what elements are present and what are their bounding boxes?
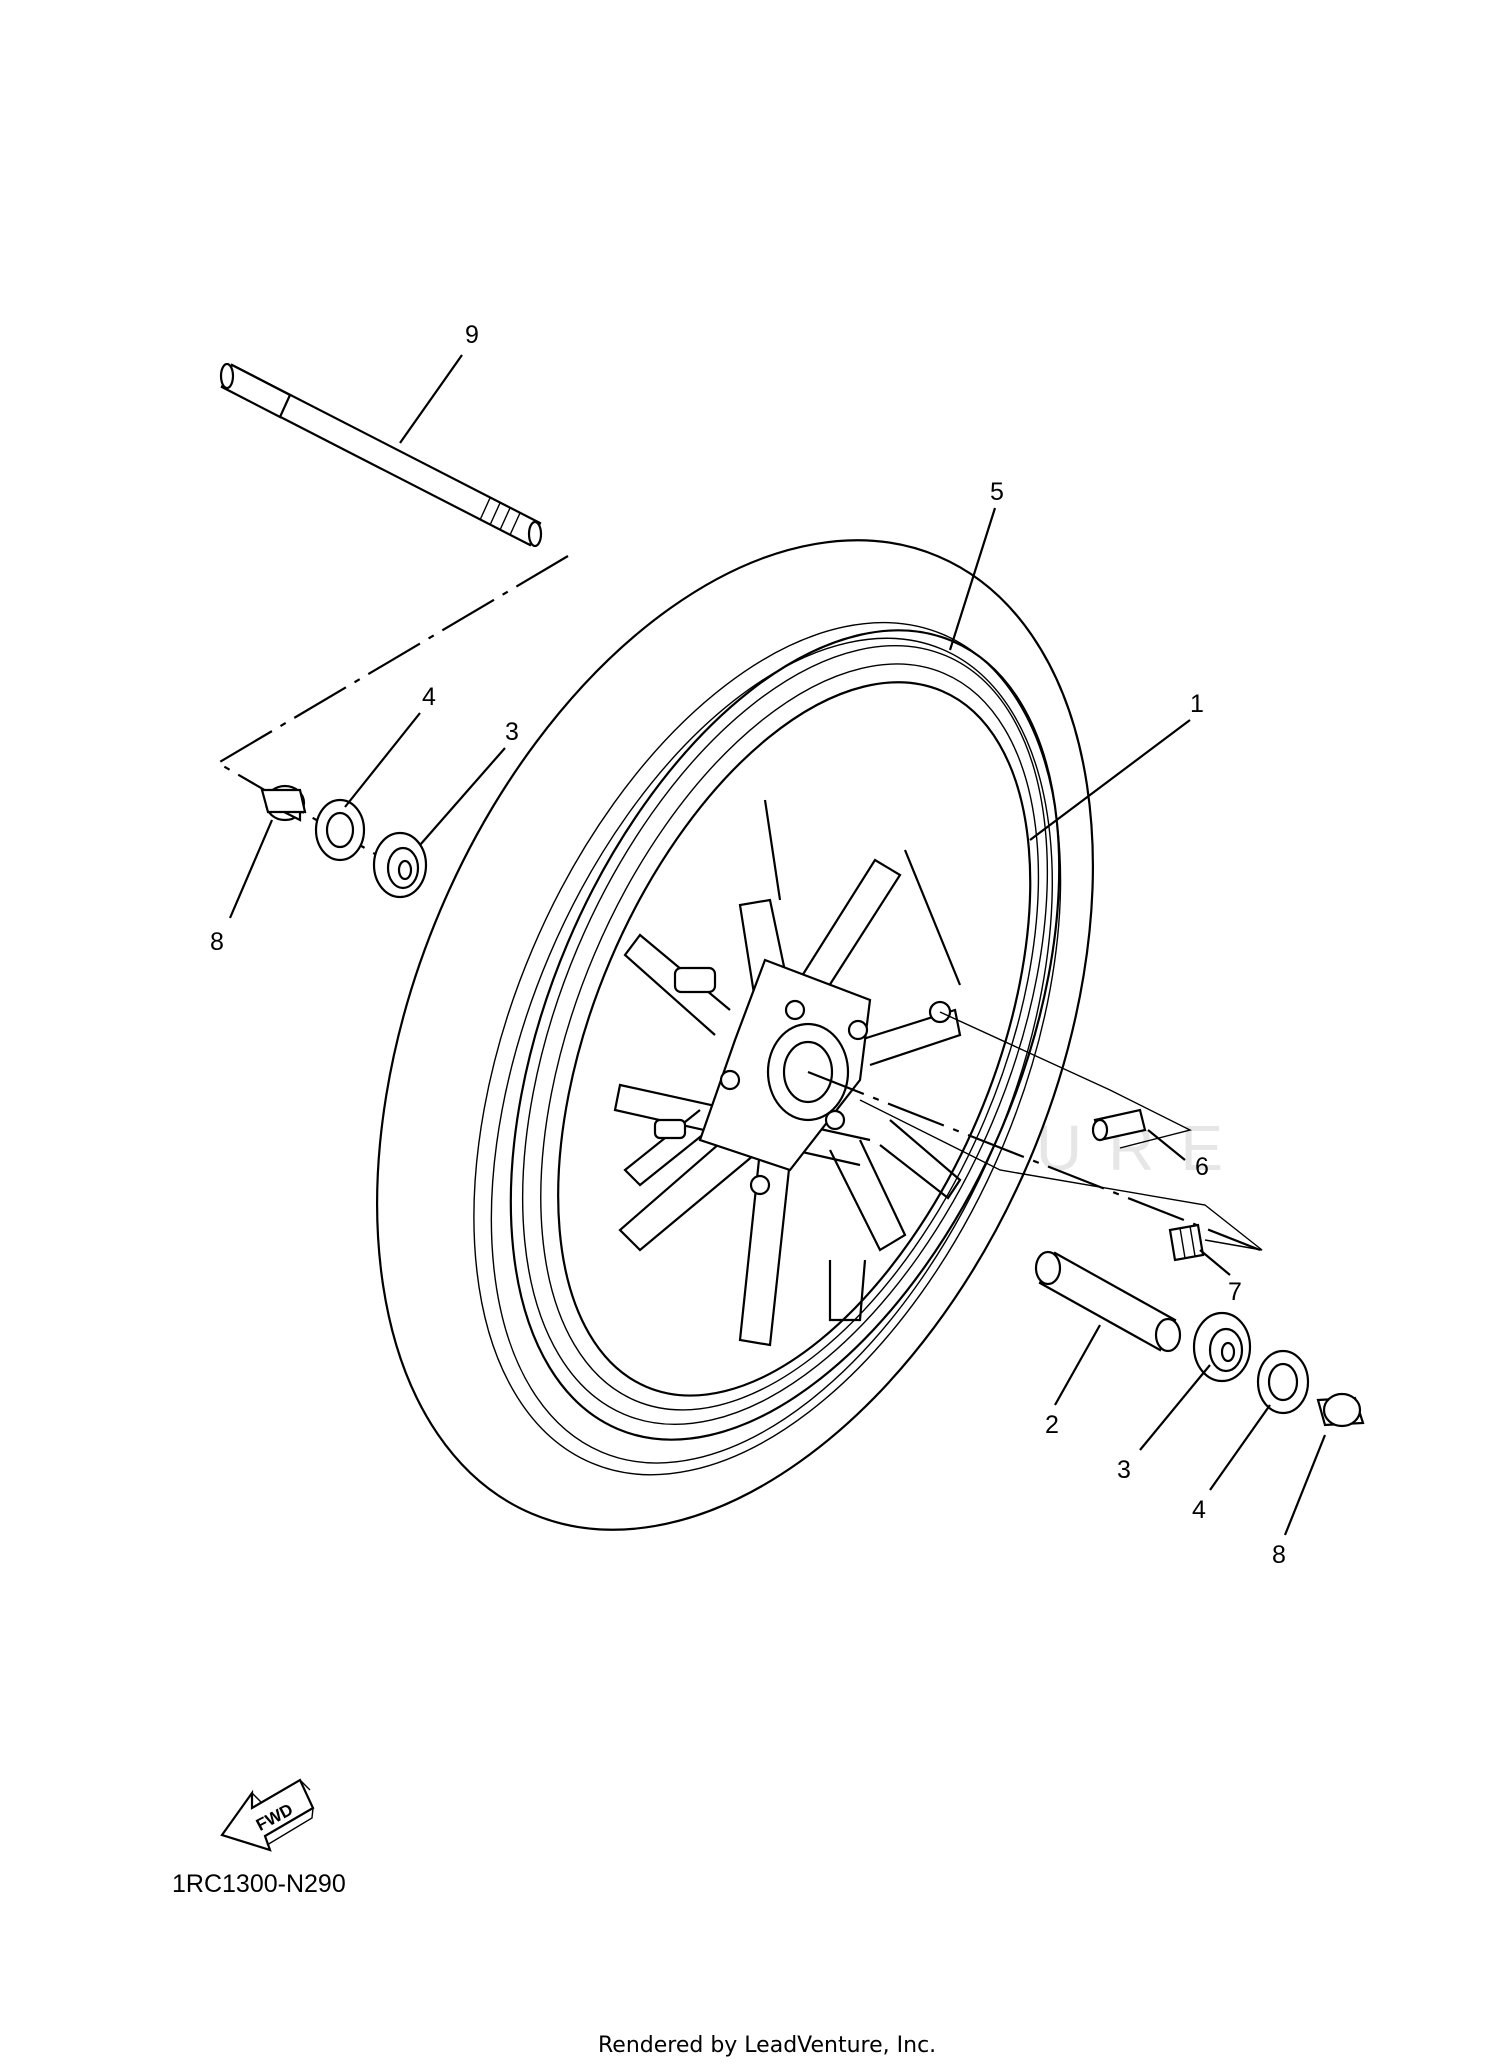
oil-seal-right[interactable]: [1256, 1349, 1310, 1415]
right-centerline: [807, 1070, 1261, 1252]
bearing-right[interactable]: [1192, 1311, 1252, 1383]
footer-credit: Rendered by LeadVenture, Inc.: [598, 2033, 936, 2058]
spacer-left[interactable]: [260, 784, 307, 822]
valve-centerline: [939, 1011, 1192, 1149]
balance-weight[interactable]: [1168, 1223, 1205, 1262]
callout-collar: 2: [1045, 1411, 1059, 1439]
callout-oil-seal-left: 4: [422, 683, 436, 711]
fwd-arrow-icon: FWD: [220, 1778, 315, 1852]
valve-stem[interactable]: [1091, 1108, 1147, 1142]
tire[interactable]: [237, 431, 1232, 1638]
callout-wheel: 1: [1190, 690, 1204, 718]
bearing-left[interactable]: [372, 831, 428, 899]
collar[interactable]: [1034, 1250, 1182, 1353]
callout-balance-weight: 7: [1228, 1278, 1242, 1306]
callout-bearing-right: 3: [1117, 1456, 1131, 1484]
spacer-right[interactable]: [1316, 1392, 1365, 1428]
oil-seal-left[interactable]: [314, 798, 366, 862]
callout-tire: 5: [990, 478, 1004, 506]
leader-lines: [228, 354, 1327, 1536]
callout-oil-seal-right: 4: [1192, 1496, 1206, 1524]
weight-centerline: [859, 1099, 1263, 1251]
callout-bearing-left: 3: [505, 718, 519, 746]
callout-axle: 9: [465, 321, 479, 349]
callout-valve: 6: [1195, 1153, 1209, 1181]
diagram-code: 1RC1300-N290: [172, 1870, 346, 1898]
callout-spacer-right: 8: [1272, 1541, 1286, 1569]
wheel-axle[interactable]: [219, 362, 543, 548]
callout-spacer-left: 8: [210, 928, 224, 956]
